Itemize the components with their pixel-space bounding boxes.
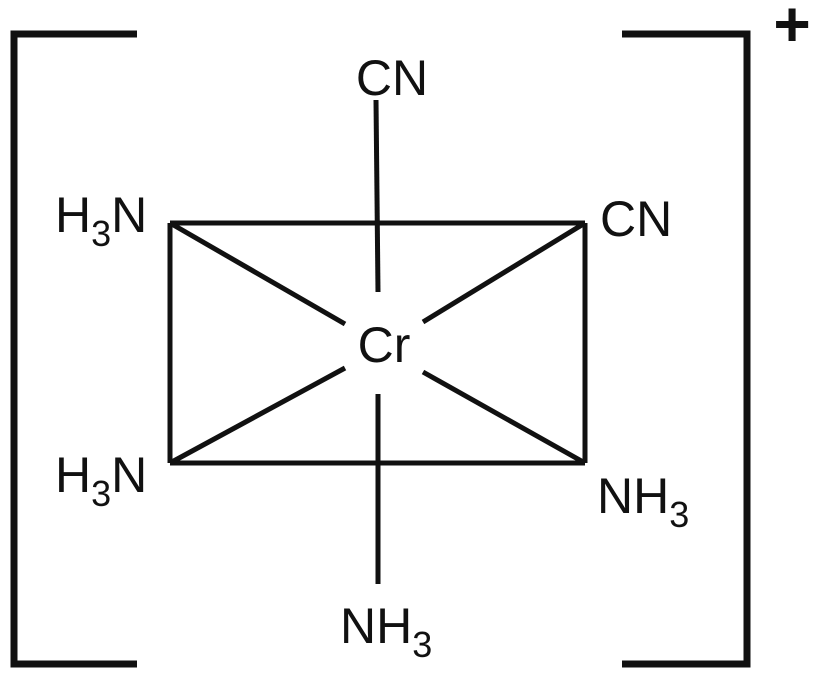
- ligand-upper-left: H3N: [55, 187, 147, 254]
- ligand-lower-right: NH3: [597, 468, 689, 535]
- ligand-lower-right-nh: NH: [597, 468, 669, 524]
- bond-upper-right: [421, 220, 587, 325]
- left-bracket: [10, 30, 137, 668]
- ligand-lower-right-subscript: 3: [669, 494, 689, 535]
- bond-lower-right: [421, 369, 587, 466]
- bond-axial-top: [373, 99, 381, 293]
- ligand-axial-bottom-nh: NH: [340, 598, 412, 654]
- metal-ligand-bonds: [168, 99, 587, 584]
- ligand-upper-left-h: H: [55, 187, 91, 243]
- ligand-axial-bottom-subscript: 3: [412, 624, 432, 665]
- bond-lower-left: [168, 365, 347, 466]
- ligand-axial-top-formula: CN: [356, 50, 428, 106]
- ligand-lower-left-n: N: [111, 447, 147, 503]
- ligand-upper-right-formula: CN: [600, 191, 672, 247]
- ligand-upper-left-n: N: [111, 187, 147, 243]
- right-bracket: [622, 30, 751, 668]
- central-atom-label: Cr: [358, 317, 411, 373]
- ligand-upper-right: CN: [600, 191, 672, 247]
- ligand-lower-left-h: H: [55, 447, 91, 503]
- bond-upper-left: [168, 220, 347, 327]
- ligand-axial-bottom: NH3: [340, 598, 432, 665]
- ligand-lower-left-subscript: 3: [91, 473, 111, 514]
- charge-label: +: [773, 0, 810, 60]
- ligand-axial-top: CN: [356, 50, 428, 106]
- ligand-upper-left-subscript: 3: [91, 213, 111, 254]
- ligand-lower-left: H3N: [55, 447, 147, 514]
